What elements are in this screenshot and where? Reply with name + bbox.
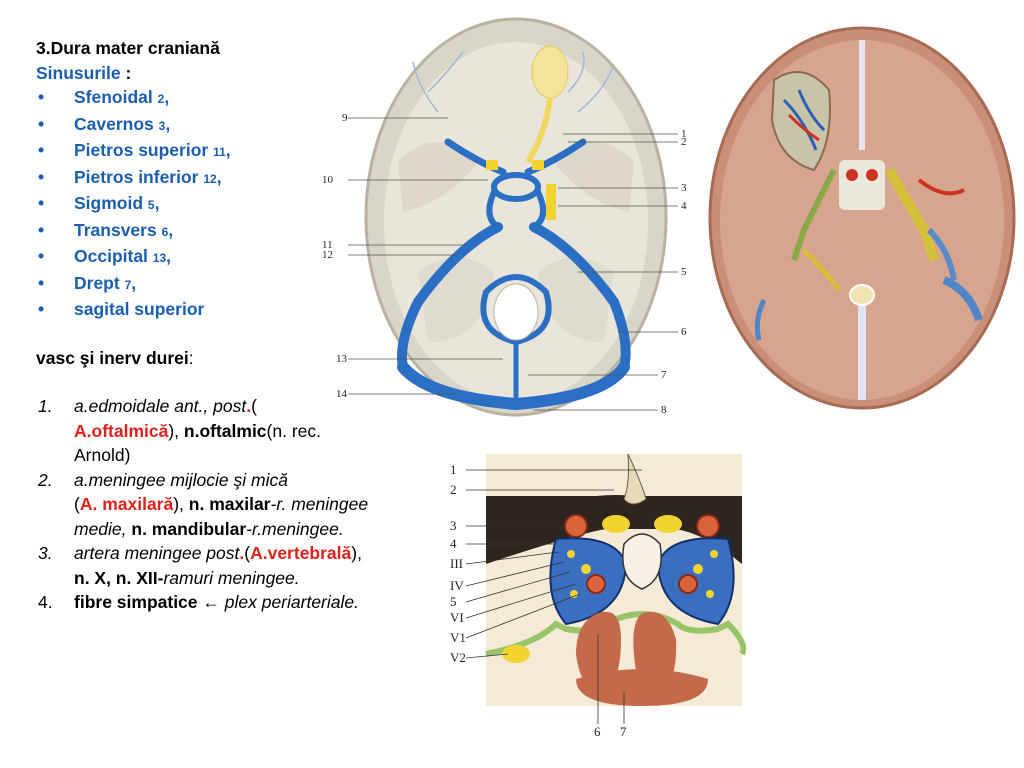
fig1-label: 12 [322,249,333,261]
list-item-4: 4. fibre simpatice ← plex periarteriale. [38,592,359,612]
fig1-label: 9 [342,112,348,124]
sinus-item: •sagital superior [36,297,376,322]
fig1-label: 8 [661,404,667,416]
fig1-label: 7 [661,369,667,381]
fig3-label: 3 [450,518,457,533]
fig1-label: 6 [681,326,687,338]
fig1-label: 4 [681,200,687,212]
dura-mater-figure [708,26,1016,410]
bullet: • [38,140,45,160]
sinuses-heading: Sinusurile : [36,62,132,83]
sinus-item: •Sigmoid 5, [36,191,376,218]
bullet: • [38,272,45,293]
list-item-1: 1. a.edmoidale ant., post.( A.oftalmică)… [38,396,322,465]
slide-title: 3.Dura mater craniană [36,38,220,58]
arrow-left-icon: ← [202,592,220,612]
bullet: • [38,193,45,213]
bullet: • [38,166,45,187]
fig1-label: 13 [336,353,348,365]
text-column: 3.Dura mater craniană Sinusurile : •Sfen… [36,36,376,615]
fig1-label: 3 [681,182,687,194]
fig1-label: 10 [322,174,334,186]
bullet: • [38,299,45,319]
cavernous-sinus-figure: 1 2 3 4 III IV 5 VI V1 V2 6 7 [450,454,746,739]
fig3-label: 4 [450,536,457,551]
fig3-label: V1 [450,630,466,645]
sinus-item: •Transvers 6, [36,218,376,245]
fig1-label: 14 [336,388,348,400]
fig3-label: VI [450,610,464,625]
sinus-item: •Pietros inferior 12, [36,165,376,192]
fig1-label: 5 [681,266,687,278]
fig3-label: III [450,556,463,571]
bullet: • [38,87,45,107]
fig1-label: 1 [681,128,687,140]
bullet: • [38,219,45,240]
sinus-item: •Pietros superior 11, [36,138,376,165]
sinus-item: •Drept 7, [36,271,376,298]
fig1-label: 11 [322,239,333,251]
sinus-item: •Occipital 13, [36,244,376,271]
sinuses-heading-label: Sinusurile [36,62,121,83]
sinus-item: •Sfenoidal 2, [36,85,376,112]
list-item-3: 3. artera meningee post.(A.vertebrală), … [38,543,362,588]
fig1-label: 2 [681,136,687,148]
fig3-label: IV [450,578,464,593]
fig3-label: 6 [594,724,601,739]
fig3-label: V2 [450,650,466,665]
sinus-item: •Cavernos 3, [36,112,376,139]
bullet: • [38,246,45,266]
fig3-label: 7 [620,724,627,739]
fig3-label: 5 [450,594,457,609]
skull-base-sinus-figure: 9 10 11 12 13 14 1 2 3 4 5 6 7 8 [318,12,690,418]
fig3-label: 1 [450,462,457,477]
fig3-label: 2 [450,482,457,497]
bullet: • [38,113,45,134]
list-item-2: 2. a.meningee mijlocie şi mică (A. maxil… [38,469,369,539]
vasc-heading: vasc şi inerv durei: [36,347,194,368]
